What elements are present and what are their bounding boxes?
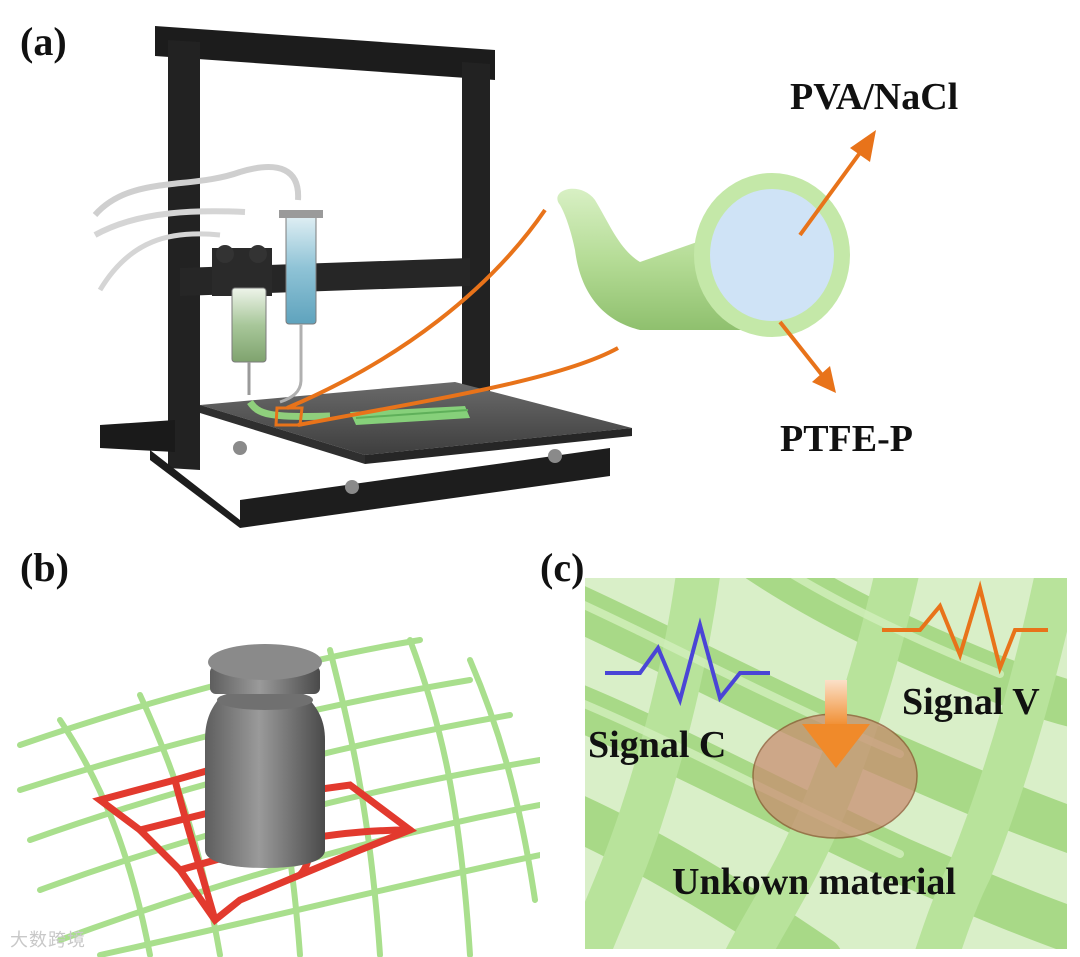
weight-icon [205, 644, 325, 868]
zoom-line-upper [287, 210, 545, 408]
label-unknown-material: Unkown material [672, 863, 956, 901]
label-pva-nacl: PVA/NaCl [790, 78, 958, 116]
syringe-icon [232, 210, 323, 402]
fiber-cross-section [557, 173, 850, 337]
label-ptfe-p: PTFE-P [780, 420, 913, 458]
label-signal-c: Signal C [588, 726, 726, 764]
printer-illustration [95, 26, 632, 528]
watermark: 大数跨境 [10, 926, 86, 952]
arrow-pva-head [850, 130, 876, 162]
label-signal-v: Signal V [902, 683, 1040, 721]
